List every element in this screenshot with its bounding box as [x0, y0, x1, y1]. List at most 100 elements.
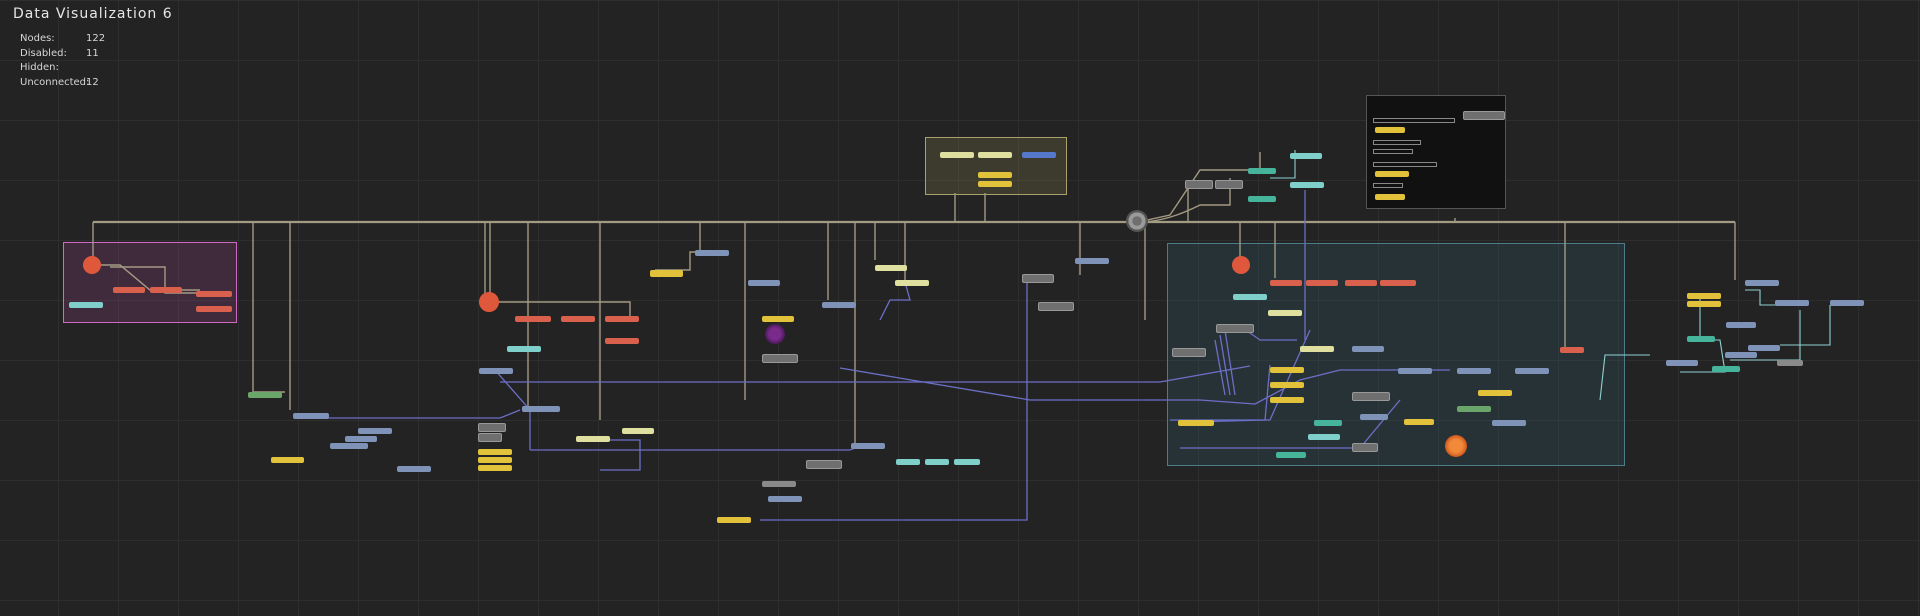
console-field[interactable]: [1373, 118, 1455, 123]
graph-node[interactable]: [1352, 392, 1390, 401]
graph-node[interactable]: [1492, 420, 1526, 426]
graph-node[interactable]: [1185, 180, 1213, 189]
graph-node[interactable]: [522, 406, 560, 412]
graph-node[interactable]: [1345, 280, 1377, 286]
graph-node[interactable]: [762, 316, 794, 322]
graph-node[interactable]: [479, 368, 513, 374]
graph-node[interactable]: [1270, 367, 1304, 373]
graph-node[interactable]: [605, 316, 639, 322]
graph-node[interactable]: [978, 152, 1012, 158]
console-panel[interactable]: [1366, 95, 1506, 209]
graph-node[interactable]: [954, 459, 980, 465]
graph-node[interactable]: [150, 287, 182, 293]
graph-node[interactable]: [1457, 368, 1491, 374]
graph-node[interactable]: [113, 287, 145, 293]
graph-node[interactable]: [330, 443, 368, 449]
graph-node[interactable]: [1375, 194, 1405, 200]
graph-node[interactable]: [875, 265, 907, 271]
graph-node[interactable]: [1022, 152, 1056, 158]
graph-node[interactable]: [695, 250, 729, 256]
graph-node[interactable]: [768, 496, 802, 502]
graph-node[interactable]: [1775, 300, 1809, 306]
graph-node[interactable]: [478, 433, 502, 442]
graph-node[interactable]: [1457, 406, 1491, 412]
graph-node[interactable]: [806, 460, 842, 469]
graph-node[interactable]: [1745, 280, 1779, 286]
graph-node[interactable]: [478, 423, 506, 432]
graph-node[interactable]: [1748, 345, 1780, 351]
graph-node[interactable]: [978, 181, 1012, 187]
graph-node[interactable]: [895, 280, 929, 286]
graph-node[interactable]: [1215, 180, 1243, 189]
graph-node[interactable]: [576, 436, 610, 442]
red-orb-node-icon[interactable]: [83, 256, 101, 274]
graph-node[interactable]: [515, 316, 551, 322]
graph-node[interactable]: [293, 413, 329, 419]
graph-node[interactable]: [925, 459, 949, 465]
graph-node[interactable]: [1270, 397, 1304, 403]
graph-node[interactable]: [1666, 360, 1698, 366]
graph-node[interactable]: [196, 306, 232, 312]
graph-node[interactable]: [478, 457, 512, 463]
console-field[interactable]: [1373, 162, 1437, 167]
graph-node[interactable]: [1248, 168, 1276, 174]
graph-node[interactable]: [345, 436, 377, 442]
graph-node[interactable]: [978, 172, 1012, 178]
graph-node[interactable]: [397, 466, 431, 472]
graph-node[interactable]: [1248, 196, 1276, 202]
graph-node[interactable]: [1172, 348, 1206, 357]
graph-node[interactable]: [1725, 352, 1757, 358]
graph-node[interactable]: [1687, 293, 1721, 299]
graph-node[interactable]: [1375, 171, 1409, 177]
graph-node[interactable]: [1276, 452, 1306, 458]
graph-node[interactable]: [1404, 419, 1434, 425]
graph-node[interactable]: [69, 302, 103, 308]
graph-node[interactable]: [1352, 346, 1384, 352]
orange-orb-node-icon[interactable]: [1445, 435, 1467, 457]
graph-node[interactable]: [1308, 434, 1340, 440]
graph-node[interactable]: [1022, 274, 1054, 283]
graph-node[interactable]: [762, 354, 798, 363]
graph-node[interactable]: [1300, 346, 1334, 352]
console-field[interactable]: [1373, 183, 1403, 188]
graph-node[interactable]: [1038, 302, 1074, 311]
graph-node[interactable]: [358, 428, 392, 434]
graph-node[interactable]: [1233, 294, 1267, 300]
graph-node[interactable]: [1075, 258, 1109, 264]
graph-node[interactable]: [650, 270, 683, 276]
graph-node[interactable]: [1380, 280, 1416, 286]
graph-node[interactable]: [1306, 280, 1338, 286]
graph-node[interactable]: [1560, 347, 1584, 353]
graph-node[interactable]: [940, 152, 974, 158]
graph-node[interactable]: [1687, 301, 1721, 307]
graph-node[interactable]: [1268, 310, 1302, 316]
gear-hub-icon[interactable]: [1126, 210, 1148, 232]
red-orb-node-icon[interactable]: [1232, 256, 1250, 274]
graph-node[interactable]: [478, 449, 512, 455]
graph-node[interactable]: [1270, 382, 1304, 388]
purple-orb-node-icon[interactable]: [765, 324, 785, 344]
graph-node[interactable]: [1375, 127, 1405, 133]
graph-node[interactable]: [1290, 182, 1324, 188]
graph-node[interactable]: [622, 428, 654, 434]
graph-node[interactable]: [1687, 336, 1715, 342]
console-field[interactable]: [1373, 140, 1421, 145]
graph-node[interactable]: [1216, 324, 1254, 333]
graph-node[interactable]: [271, 457, 304, 463]
node-group-teal[interactable]: [1167, 243, 1625, 466]
graph-node[interactable]: [748, 280, 780, 286]
graph-node[interactable]: [1830, 300, 1864, 306]
graph-node[interactable]: [822, 302, 856, 308]
graph-node[interactable]: [1290, 153, 1322, 159]
graph-node[interactable]: [196, 291, 232, 297]
graph-node[interactable]: [1712, 366, 1740, 372]
graph-node[interactable]: [1270, 280, 1302, 286]
graph-node[interactable]: [507, 346, 541, 352]
graph-node[interactable]: [851, 443, 885, 449]
graph-node[interactable]: [1515, 368, 1549, 374]
graph-node[interactable]: [762, 481, 796, 487]
graph-node[interactable]: [1360, 414, 1388, 420]
graph-node[interactable]: [1463, 111, 1505, 120]
graph-node[interactable]: [1314, 420, 1342, 426]
